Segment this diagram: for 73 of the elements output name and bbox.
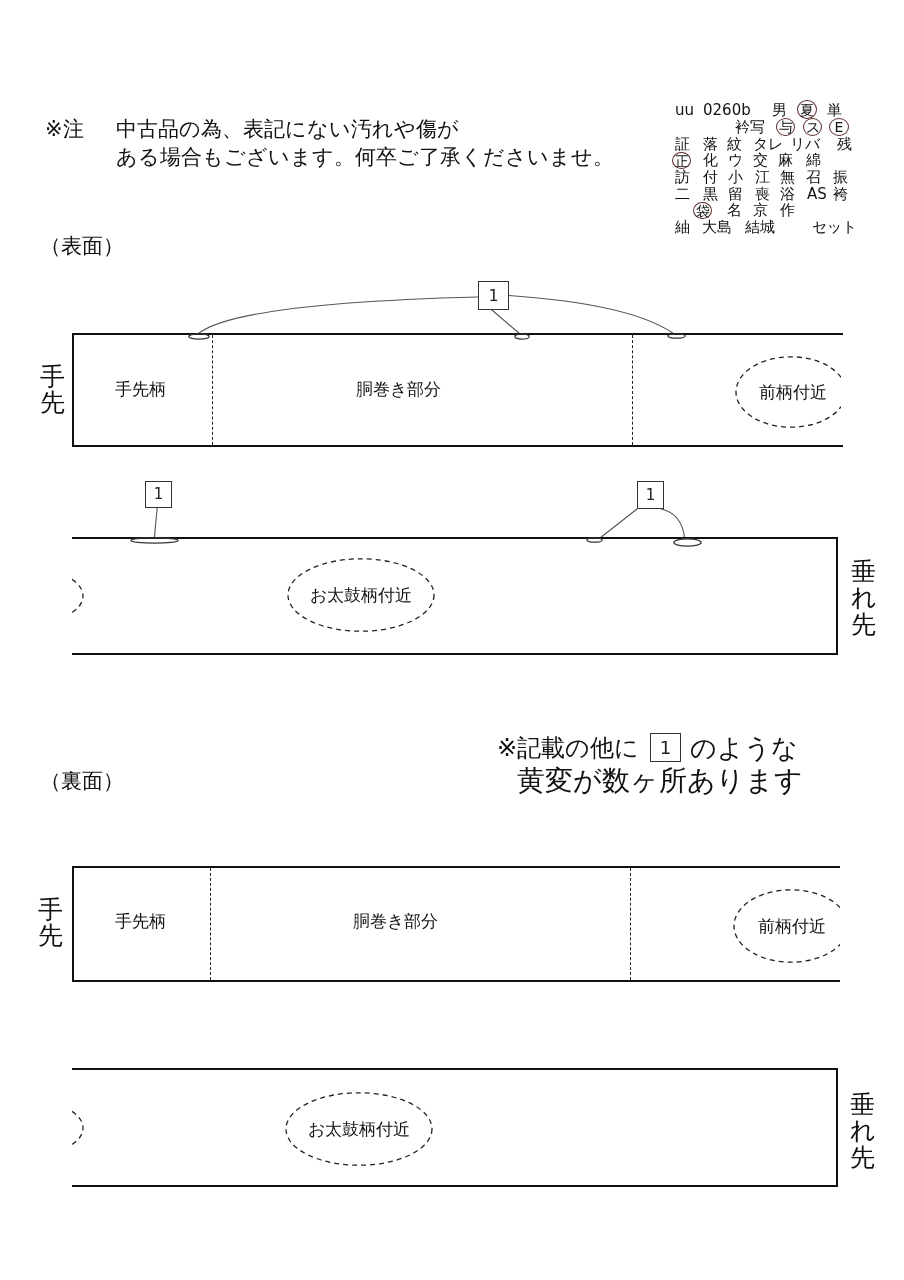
stain-mark [514, 333, 530, 340]
handwritten-note: 黄変が数ヶ所あります [517, 765, 803, 797]
leader-line [660, 508, 686, 539]
callout-box: 1 [650, 733, 681, 762]
strip-outline [72, 537, 838, 655]
code-text: 残 [837, 136, 852, 152]
code-text: ウ [728, 152, 743, 168]
code-text: 紬 [675, 219, 690, 235]
code-text: 名 [727, 202, 742, 218]
section-label: 手先柄 [114, 380, 166, 400]
stain-mark [188, 333, 210, 340]
handwritten-note: ※記載の他に [497, 733, 640, 763]
callout-box: 1 [478, 281, 509, 310]
callout-box: 1 [637, 481, 664, 509]
code-text: 江 [755, 169, 770, 185]
leader-line [600, 508, 638, 538]
code-text: 京 [753, 202, 768, 218]
code-text: 振 [833, 169, 848, 185]
code-text: 浴 [780, 185, 795, 202]
stain-mark [130, 537, 179, 544]
leader-line [198, 296, 479, 334]
strip-outline [72, 866, 840, 982]
section-label: 胴巻き部分 [355, 380, 441, 400]
callout-box: 1 [145, 481, 172, 508]
code-text: 黒 [703, 185, 718, 202]
code-text: 単 [827, 102, 842, 118]
section-label: 手先柄 [114, 912, 166, 932]
leader-line [491, 309, 520, 334]
section-label: 胴巻き部分 [352, 912, 438, 932]
code-text: 麻 [778, 152, 793, 168]
code-text: セット [812, 219, 857, 235]
section-heading: （裏面） [40, 768, 124, 794]
section-heading: （表面） [40, 233, 124, 259]
code-text: 小 [728, 169, 743, 185]
code-text: 訪 [675, 169, 690, 185]
leader-line [153, 507, 158, 538]
side-label: 手先 [39, 364, 66, 417]
code-text: 大島 [702, 219, 732, 235]
handwritten-note: のような [690, 733, 798, 763]
note-label: ※注 [45, 116, 84, 143]
code-text: 作 [780, 202, 795, 218]
code-text: 袴 [833, 185, 848, 202]
code-text: 紋 [727, 136, 742, 152]
stain-mark [673, 538, 702, 547]
strip-outline [72, 333, 843, 447]
code-text: 落 [703, 136, 718, 152]
note-text: 中古品の為、表記にない汚れや傷がある場合もございます。何卒ご了承くださいませ。 [116, 116, 615, 171]
code-text: 喪 [755, 185, 770, 202]
code-text: uu [675, 102, 694, 118]
code-text: 化 [703, 152, 718, 168]
code-text: 二 [675, 185, 690, 202]
dashed-ellipse: お太鼓柄付近 [285, 1092, 433, 1166]
code-text: タレ [753, 136, 783, 152]
side-label: 垂れ先 [850, 559, 877, 638]
code-text: 綿 [806, 152, 821, 168]
code-text: 男 [772, 102, 787, 118]
strip-outline [72, 1068, 838, 1187]
dashed-ellipse: お太鼓柄付近 [287, 558, 435, 632]
code-text: 付 [703, 169, 718, 185]
side-label: 垂れ先 [849, 1092, 876, 1171]
code-text: 留 [728, 185, 743, 202]
code-text: 召 [806, 169, 821, 185]
code-text: 結城 [745, 219, 775, 235]
code-text: 交 [753, 152, 768, 168]
stain-mark [667, 333, 686, 339]
code-text: AS [807, 185, 827, 202]
code-text: 0260b [703, 102, 751, 118]
leader-line [508, 294, 674, 334]
stain-mark [586, 537, 603, 543]
code-text: 無 [780, 169, 795, 185]
code-text: リバ [790, 136, 820, 152]
side-label: 手先 [37, 897, 64, 950]
code-text: 衿写 [735, 118, 765, 135]
